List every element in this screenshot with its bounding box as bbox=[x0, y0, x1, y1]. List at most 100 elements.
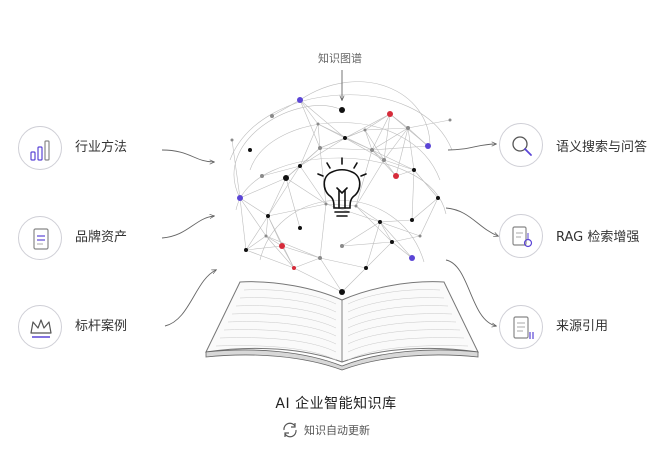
network-edge bbox=[383, 113, 391, 161]
network-arc bbox=[233, 105, 343, 199]
benchmark-cases-icon-circle[interactable] bbox=[18, 305, 62, 349]
network-dot bbox=[425, 143, 431, 149]
network-edge bbox=[364, 129, 385, 161]
network-dot bbox=[270, 114, 274, 118]
network-edge bbox=[267, 203, 327, 217]
network-dot bbox=[436, 196, 440, 200]
network-edge bbox=[325, 203, 357, 207]
network-dot bbox=[260, 174, 264, 178]
network-edge bbox=[299, 99, 319, 125]
book-page-line bbox=[347, 321, 457, 337]
network-edge bbox=[383, 127, 409, 161]
network-edge bbox=[267, 165, 301, 217]
magnifier-icon bbox=[512, 136, 532, 156]
network-dot bbox=[418, 234, 422, 238]
network-dot bbox=[279, 243, 285, 249]
network-edge bbox=[379, 221, 413, 259]
book-page-line bbox=[347, 313, 453, 329]
network-dot bbox=[370, 148, 374, 152]
rag-icon-circle[interactable] bbox=[499, 214, 543, 258]
network-edge bbox=[413, 169, 439, 199]
network-dot bbox=[297, 97, 303, 103]
network-edge bbox=[293, 257, 321, 269]
network-dot bbox=[343, 136, 347, 140]
network-edge bbox=[265, 235, 295, 269]
network-edge bbox=[371, 145, 429, 151]
arrow-rag bbox=[445, 207, 498, 236]
network-edge bbox=[341, 221, 381, 247]
network-edge bbox=[293, 267, 343, 293]
left-node-label-2: 标杆案例 bbox=[75, 319, 128, 334]
network-edge bbox=[419, 197, 439, 237]
doc-search-icon bbox=[512, 226, 533, 248]
network-dot bbox=[354, 204, 358, 208]
network-edge bbox=[365, 241, 393, 269]
network-edge bbox=[319, 147, 373, 151]
network-edge bbox=[245, 235, 267, 251]
citations-icon-circle[interactable] bbox=[499, 305, 543, 349]
network-edge bbox=[355, 159, 385, 207]
network-edge bbox=[285, 165, 301, 179]
network-edge bbox=[371, 113, 391, 151]
industry-methods-icon-circle[interactable] bbox=[18, 126, 62, 170]
knowledge-graph-label: 知识图谱 bbox=[318, 52, 362, 65]
network-edge bbox=[371, 149, 385, 161]
semantic-search-icon-circle[interactable] bbox=[499, 123, 543, 167]
book-page-line bbox=[219, 337, 337, 353]
book-page-line bbox=[215, 345, 337, 361]
network-edge bbox=[379, 219, 413, 223]
network-edge bbox=[344, 113, 391, 139]
network-edge bbox=[299, 137, 346, 167]
book-page-line bbox=[347, 305, 449, 321]
network-edge bbox=[265, 235, 321, 259]
knowledge-network-lines bbox=[229, 81, 453, 293]
network-edge bbox=[299, 123, 319, 167]
network-arc bbox=[229, 94, 453, 161]
network-edge bbox=[391, 241, 413, 259]
book-page-line bbox=[347, 329, 461, 345]
refresh-icon bbox=[283, 422, 297, 438]
network-dot bbox=[318, 146, 322, 150]
network-edge bbox=[265, 215, 269, 237]
network-edge bbox=[265, 235, 283, 247]
network-dot bbox=[283, 175, 289, 181]
arrow-benchmark-cases bbox=[164, 270, 216, 327]
network-edge bbox=[299, 165, 327, 205]
network-dot bbox=[298, 226, 302, 230]
network-dot bbox=[390, 240, 394, 244]
network-dot bbox=[316, 122, 320, 126]
network-edge bbox=[395, 169, 415, 177]
network-edge bbox=[365, 221, 381, 269]
connector-arrows bbox=[161, 70, 498, 327]
auto-update-row: 知识自动更新 bbox=[276, 421, 396, 439]
right-node-label-0: 语义搜索与问答 bbox=[556, 140, 648, 155]
bar-chart-icon bbox=[30, 140, 50, 161]
brand-assets-icon-circle[interactable] bbox=[18, 216, 62, 260]
left-node-label-0: 行业方法 bbox=[75, 140, 128, 155]
network-edge bbox=[281, 245, 295, 269]
network-edge bbox=[319, 129, 366, 149]
network-edge bbox=[383, 159, 397, 177]
network-edge bbox=[391, 235, 421, 243]
network-edge bbox=[407, 127, 415, 171]
network-edge bbox=[364, 129, 373, 151]
network-edge bbox=[355, 205, 381, 223]
network-dot bbox=[409, 255, 415, 261]
book-page-line bbox=[227, 321, 337, 337]
network-edge bbox=[239, 197, 267, 237]
network-dot bbox=[378, 220, 382, 224]
network-edge bbox=[299, 99, 321, 149]
book-page-line bbox=[347, 289, 441, 305]
network-edge bbox=[239, 177, 287, 199]
network-dot bbox=[412, 168, 416, 172]
network-edge bbox=[325, 203, 381, 223]
network-edge bbox=[319, 257, 367, 269]
network-dot bbox=[339, 107, 345, 113]
left-node-label-1: 品牌资产 bbox=[75, 230, 128, 245]
network-edge bbox=[364, 113, 391, 131]
network-dot bbox=[363, 128, 367, 132]
network-arc bbox=[299, 81, 431, 147]
network-edge bbox=[239, 197, 247, 251]
network-dot bbox=[324, 202, 328, 206]
